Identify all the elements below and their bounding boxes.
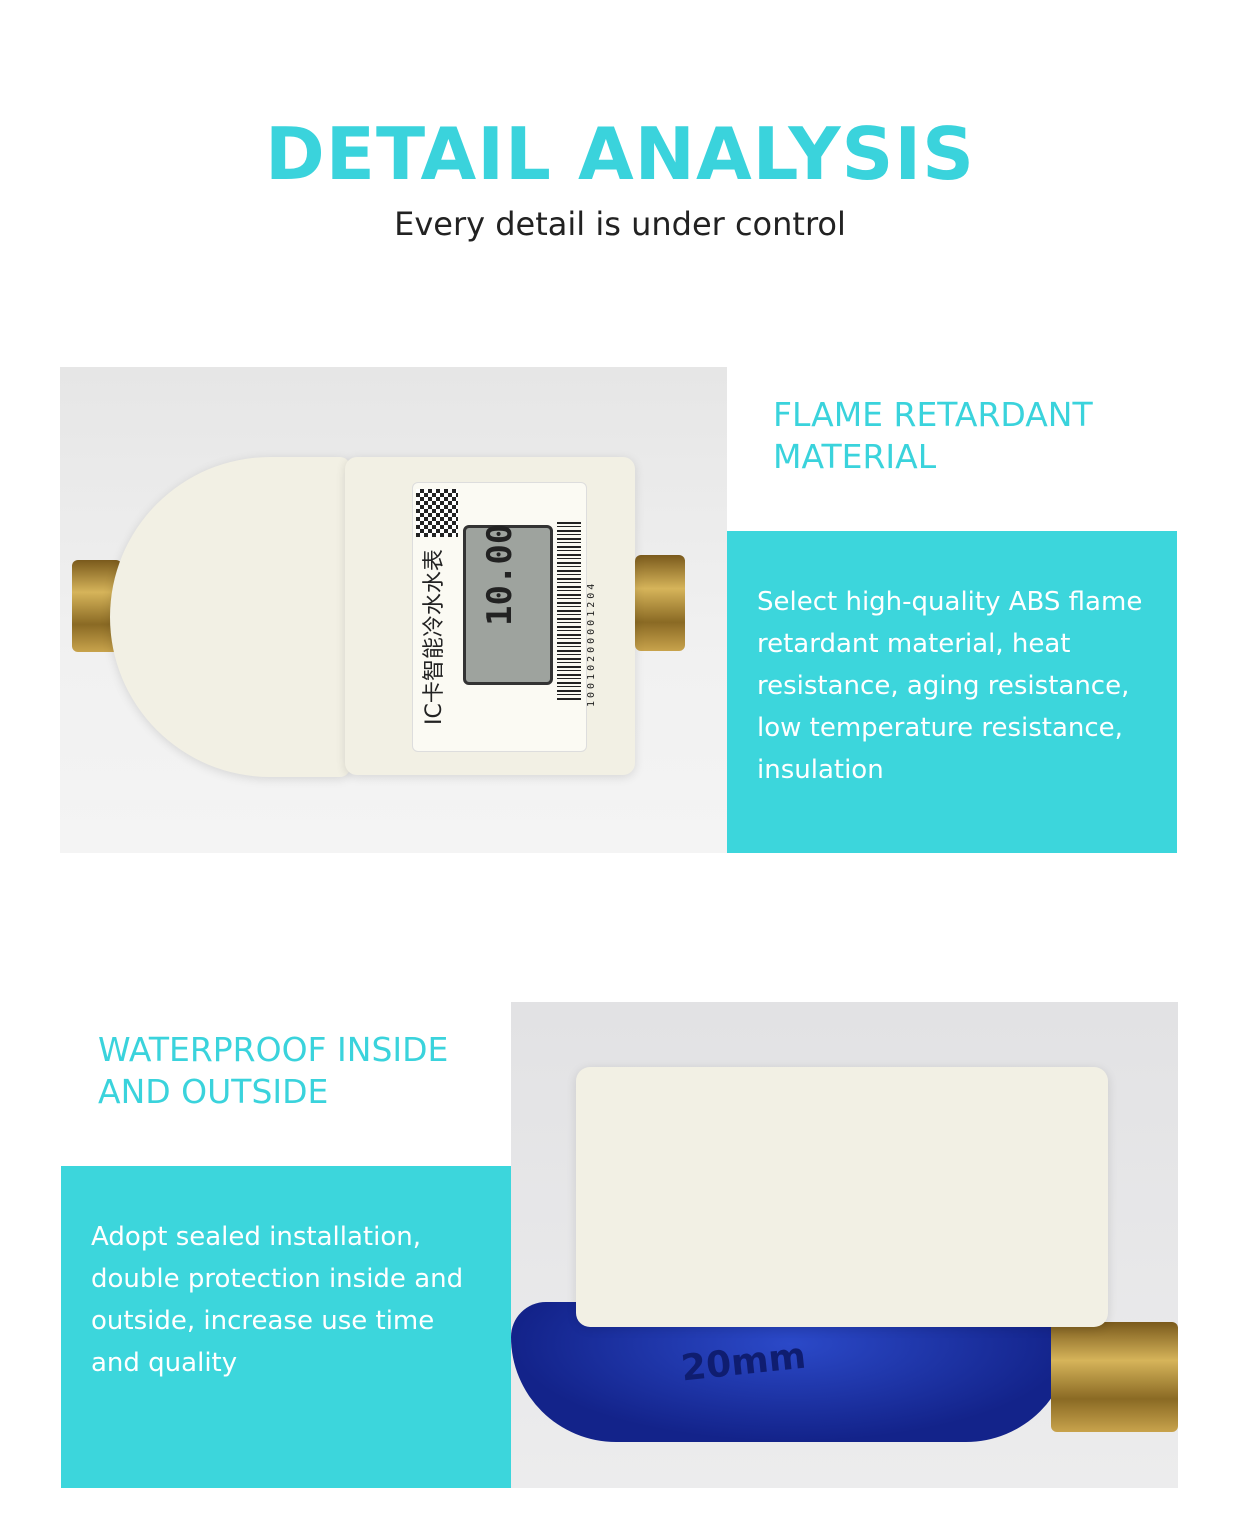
meter-label-text: IC卡智能冷水水表 [422, 549, 447, 725]
meter-serial-number: 10010200001204 [586, 580, 597, 707]
page-subtitle: Every detail is under control [394, 205, 846, 243]
meter-display-reading: 10.00 [480, 523, 520, 626]
side-view-meter-photo: 20mm [511, 1002, 1178, 1488]
section-body-waterproof: Adopt sealed installation, double protec… [61, 1166, 511, 1488]
section-body-flame-retardant: Select high-quality ABS flame retardant … [727, 531, 1177, 853]
top-view-meter-photo: 10.00 IC卡智能冷水水表 10010200001204 [60, 367, 727, 853]
page-title: DETAIL ANALYSIS [265, 112, 975, 196]
section-heading-flame-retardant: FLAME RETARDANT MATERIAL [773, 395, 1093, 476]
section-heading-waterproof: WATERPROOF INSIDE AND OUTSIDE [98, 1030, 449, 1111]
